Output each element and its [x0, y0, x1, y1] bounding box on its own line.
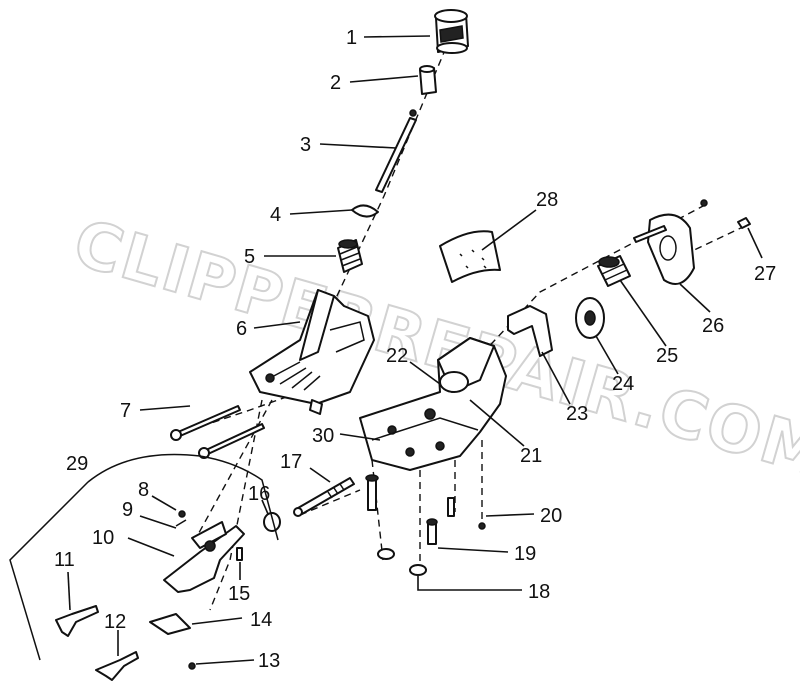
leader-10 — [127, 537, 175, 557]
part-12-clip — [95, 651, 139, 681]
leader-16 — [261, 499, 269, 515]
leader-4 — [289, 209, 353, 215]
callout-24: 24 — [612, 373, 634, 395]
axis-pin-27 — [689, 225, 746, 253]
callout-2: 2 — [330, 72, 341, 94]
leader-7 — [139, 405, 191, 411]
callout-25: 25 — [656, 345, 678, 367]
part-2-sleeve — [419, 65, 437, 95]
part-16-bushing — [263, 512, 281, 532]
callout-15: 15 — [228, 583, 250, 605]
leader-25 — [619, 279, 667, 347]
part-26-cover-plate — [633, 199, 708, 285]
part-27-pin — [737, 217, 751, 229]
part-23-bracket — [507, 305, 553, 357]
callout-30: 30 — [312, 425, 334, 447]
leader-2 — [349, 75, 419, 83]
callout-22: 22 — [386, 345, 408, 367]
callout-4: 4 — [270, 204, 281, 226]
leader-11 — [67, 571, 71, 611]
leader-21 — [469, 399, 525, 447]
part-1-coupling — [434, 9, 469, 54]
leader-27 — [747, 227, 763, 259]
callout-16: 16 — [248, 483, 270, 505]
leader-19 — [437, 547, 509, 553]
leader-22 — [409, 361, 441, 385]
callout-13: 13 — [258, 650, 280, 672]
callout-28: 28 — [536, 189, 558, 211]
callout-17: 17 — [280, 451, 302, 473]
part-20-screw — [447, 497, 486, 530]
part-8-screw — [178, 510, 186, 518]
part-14-spring — [149, 613, 191, 635]
axis-lower-assembly — [209, 399, 263, 611]
callout-18: 18 — [528, 581, 550, 603]
callout-26: 26 — [702, 315, 724, 337]
part-5-bushing — [337, 239, 363, 273]
part-7-screws — [170, 405, 265, 459]
part-19-screw — [426, 518, 438, 545]
leader-26 — [679, 283, 711, 313]
part-24-gear — [575, 297, 605, 339]
callout-27: 27 — [754, 263, 776, 285]
leader-23 — [541, 351, 571, 405]
callout-11: 11 — [54, 549, 75, 571]
leader-14 — [191, 617, 243, 625]
part-18-screw-washer — [365, 474, 427, 576]
leader-3 — [319, 143, 397, 149]
leader-13 — [195, 659, 255, 665]
callout-23: 23 — [566, 403, 588, 425]
callout-29: 29 — [66, 453, 88, 475]
part-11-clip — [55, 605, 99, 637]
axis-lower-assembly-2 — [194, 399, 273, 541]
part-4-clip — [351, 204, 379, 218]
callout-9: 9 — [122, 499, 133, 521]
leader-6 — [253, 321, 301, 329]
part-3-shaft — [375, 109, 417, 193]
part-13-screw — [188, 662, 196, 670]
leader-24 — [595, 335, 619, 375]
leader-9 — [139, 515, 177, 529]
part-21-main-housing — [359, 337, 507, 471]
callout-19: 19 — [514, 543, 536, 565]
part-17-pin — [293, 477, 355, 517]
part-25-worm-gear — [597, 255, 631, 287]
part-15-pin — [236, 547, 243, 561]
callout-1: 1 — [346, 27, 357, 49]
part-9-washer — [175, 519, 187, 527]
callout-8: 8 — [138, 479, 149, 501]
callout-21: 21 — [520, 445, 542, 467]
callout-5: 5 — [244, 246, 255, 268]
axis-pin-17 — [299, 489, 361, 516]
leader-8 — [151, 495, 177, 511]
part-10-lever — [163, 521, 245, 593]
callout-12: 12 — [104, 611, 126, 633]
part-6-upper-housing — [249, 289, 375, 415]
callout-3: 3 — [300, 134, 311, 156]
leader-20 — [485, 513, 535, 517]
leader-28 — [481, 209, 537, 251]
callout-10: 10 — [92, 527, 114, 549]
callout-6: 6 — [236, 318, 247, 340]
part-28-pad — [439, 230, 501, 283]
leader-18 — [417, 576, 522, 591]
callout-7: 7 — [120, 400, 131, 422]
leader-1 — [363, 35, 431, 38]
callout-20: 20 — [540, 505, 562, 527]
part-29-outline — [9, 453, 279, 661]
leader-30 — [339, 433, 381, 441]
leader-17 — [309, 467, 331, 483]
callout-14: 14 — [250, 609, 272, 631]
